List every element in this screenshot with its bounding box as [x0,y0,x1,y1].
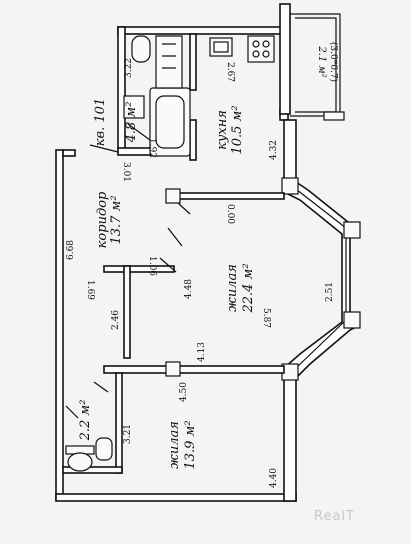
sink [131,35,151,63]
dim-4-13: 4.13 [197,342,207,362]
wc-fixtures [65,437,113,472]
dim-4-32: 4.32 [269,140,279,160]
wc-area: 2.2 м² [78,400,93,442]
dim-2-46: 2.46 [111,310,121,330]
dim-4-50: 4.50 [179,382,189,402]
dim-2-51: 2.51 [325,282,335,302]
dim-1-06: 1.06 [147,256,157,276]
living-small-name: жилая [167,421,182,469]
dim-2-67: 2.67 [225,62,235,82]
balcony: 2.1 м² (3.0*0.7) [279,3,345,121]
toilet [67,452,93,472]
living-big-name: жилая [225,264,240,312]
washing-machine [123,95,145,119]
living-big-area: 22.4 м² [241,263,256,313]
dim-4-48: 4.48 [184,279,194,299]
corridor-name: коридор [95,191,110,248]
watermark: RealT [314,509,355,524]
bathroom-shelf [155,35,183,89]
dimension-labels: 3.22 2.67 4.32 1.92 3.01 6.68 0.00 1.69 … [66,58,335,488]
dim-3-01: 3.01 [121,162,131,182]
dim-5-87: 5.87 [261,308,271,328]
wc-sink [95,437,113,461]
dim-0-00: 0.00 [225,204,235,224]
dim-1-92: 1.92 [147,138,157,158]
stove [247,35,275,63]
kitchen-area: 10.5 м² [230,105,245,154]
dim-4-40: 4.40 [269,468,279,488]
interior-walls [62,33,285,474]
dim-6-68: 6.68 [66,240,76,260]
kitchen-name: кухня [215,110,230,150]
corridor-area: 13.7 м² [109,195,124,244]
dim-3-21: 3.21 [123,424,133,444]
balcony-area: 2.1 м² [316,45,327,77]
door-swings [65,123,191,419]
apartment-label: кв. 101 [93,98,108,146]
living-small-area: 13.9 м² [183,420,198,469]
kitchen-fixtures [209,35,275,63]
bathroom-area: 4.8 м² [124,102,139,144]
dim-1-69: 1.69 [85,280,95,300]
balcony-dims: (3.0*0.7) [328,42,339,82]
bathroom-fixtures [123,35,191,157]
dim-3-22: 3.22 [124,58,134,78]
room-labels: кв. 101 4.8 м² кухня 10.5 м² коридор 13.… [78,98,256,470]
bay-window [281,177,361,381]
